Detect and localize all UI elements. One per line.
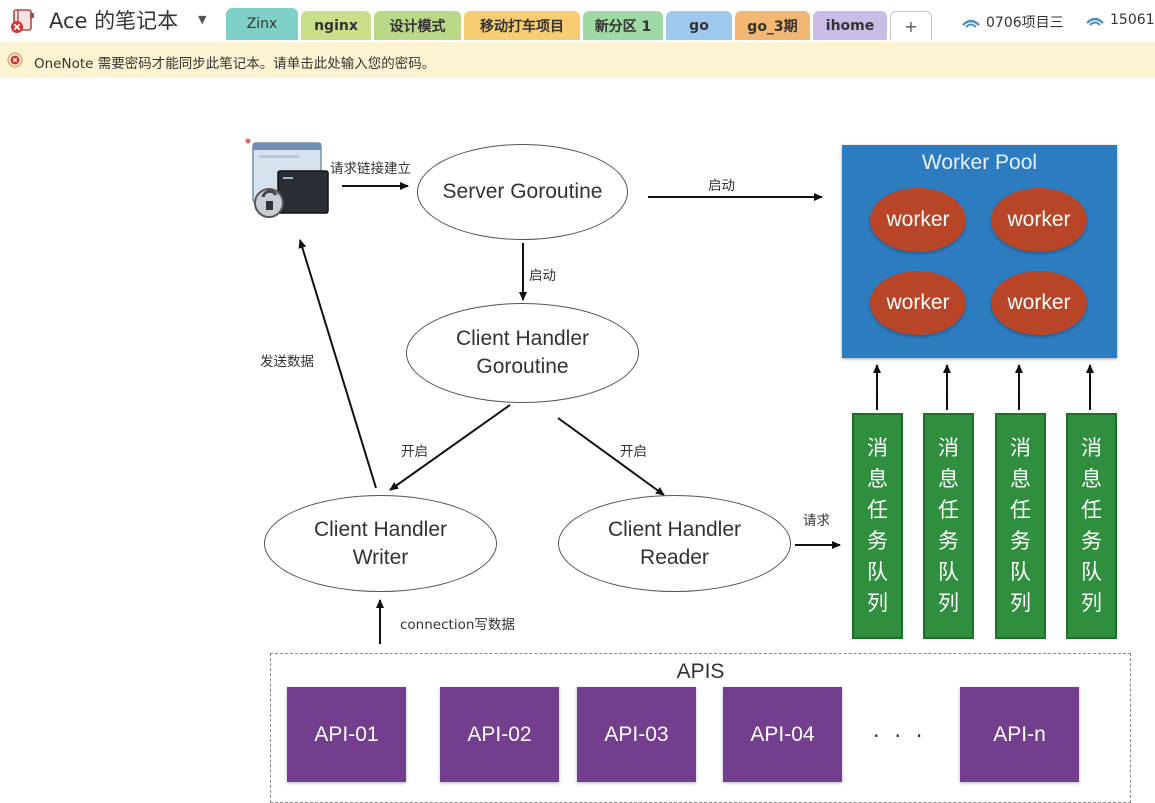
client-handler-goroutine-node: Client Handler Goroutine [406,303,639,403]
shared-notebook-icon [962,19,980,28]
message-queue-3: 消 息 任 务 队 列 [995,413,1046,639]
api-04-box: API-04 [723,687,842,782]
arrow-handler-to-reader [557,417,665,496]
server-goroutine-node: Server Goroutine [417,144,628,240]
warning-message[interactable]: OneNote 需要密码才能同步此笔记本。请单击此处输入您的密码。 [34,56,436,72]
label-open-reader: 开启 [620,444,647,460]
api-02-box: API-02 [440,687,559,782]
label-connection-write: connection写数据 [400,617,515,633]
section-tabs: Zinx nginx 设计模式 移动打车项目 新分区 1 go go_3期 ih… [226,8,935,40]
tab-new-section-1[interactable]: 新分区 1 [583,11,663,40]
notebook-link-0706[interactable]: 0706项目三 [962,12,1064,32]
worker-pool [842,145,1117,358]
tab-zinx[interactable]: Zinx [226,8,298,40]
label-open-writer: 开启 [401,444,428,460]
worker-4: worker [991,271,1087,335]
api-n-box: API-n [960,687,1079,782]
worker-3: worker [870,271,966,335]
label-request-connect: 请求链接建立 [330,161,411,177]
tab-design-patterns[interactable]: 设计模式 [374,11,461,40]
arrow-handler-to-writer [389,404,511,491]
label-request: 请求 [803,513,830,529]
add-section-button[interactable]: + [890,11,932,40]
label-send-data: 发送数据 [260,354,314,370]
message-queue-4: 消 息 任 务 队 列 [1066,413,1117,639]
tab-nginx[interactable]: nginx [301,11,371,40]
tab-go-3[interactable]: go_3期 [735,11,810,40]
api-ellipsis: · · · [873,724,927,748]
apis-title: APIS [676,660,725,683]
label-start-pool: 启动 [708,178,735,194]
tab-mobile-taxi[interactable]: 移动打车项目 [464,11,580,40]
sync-error-icon [7,52,23,68]
api-03-box: API-03 [577,687,696,782]
apis-group [270,653,1131,803]
notebook-sync-error-icon[interactable] [8,7,38,35]
worker-pool-title: Worker Pool [921,151,1038,174]
terminal-lock-icon [245,138,329,218]
worker-2: worker [991,188,1087,252]
client-handler-reader-node: Client Handler Reader [558,495,791,592]
client-handler-writer-node: Client Handler Writer [264,495,497,592]
notebook-link-15061[interactable]: 15061 [1086,12,1155,28]
arrow-writer-to-client [298,239,377,489]
notebook-bar: Ace 的笔记本 ▼ Zinx nginx 设计模式 移动打车项目 新分区 1 … [0,0,1155,42]
tab-ihome[interactable]: ihome [813,11,887,40]
notebook-title[interactable]: Ace 的笔记本 [49,9,179,33]
tab-go[interactable]: go [666,11,732,40]
shared-notebook-icon [1086,17,1104,26]
message-queue-2: 消 息 任 务 队 列 [923,413,974,639]
message-queue-1: 消 息 任 务 队 列 [852,413,903,639]
chevron-down-icon[interactable]: ▼ [198,13,207,26]
worker-1: worker [870,188,966,252]
label-start-handler: 启动 [529,268,556,284]
password-warning-bar[interactable]: OneNote 需要密码才能同步此笔记本。请单击此处输入您的密码。 [0,42,1155,78]
api-01-box: API-01 [287,687,406,782]
